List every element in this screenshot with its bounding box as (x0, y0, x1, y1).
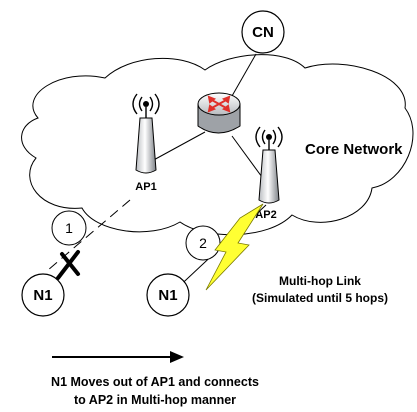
router-ap1-link (149, 131, 206, 163)
caption-line1: N1 Moves out of AP1 and connects (51, 375, 259, 389)
cn-node: CN (241, 10, 285, 54)
cn-label: CN (252, 24, 274, 41)
core-network-label: Core Network (305, 141, 403, 158)
ap1-antenna-icon (132, 93, 160, 174)
caption-line2: to AP2 in Multi-hop manner (74, 393, 236, 407)
multihop-link-label-line1: Multi-hop Link (279, 274, 361, 288)
ap2-antenna-icon (255, 126, 283, 204)
lightning-icon (205, 203, 264, 291)
router-icon (197, 92, 241, 134)
n1-old-node: N1 (21, 273, 65, 317)
ap2-label: AP2 (255, 209, 276, 221)
x-cross-icon (56, 250, 80, 280)
cn-router-link (231, 53, 257, 97)
core-network-cloud (21, 54, 414, 236)
n1-old-label: N1 (33, 287, 52, 304)
n1-new-node: N1 (146, 273, 190, 317)
ap1-label: AP1 (135, 181, 156, 193)
step-1-marker: 1 (51, 210, 87, 246)
step-2-marker: 2 (185, 225, 221, 261)
broken-ap1-n1-link (47, 199, 131, 271)
n1-new-label: N1 (158, 287, 177, 304)
multihop-link-label-line2: (Simulated until 5 hops) (252, 291, 388, 305)
right-arrow-icon (52, 351, 184, 363)
step-2-label: 2 (199, 235, 207, 251)
step-1-label: 1 (65, 220, 73, 236)
